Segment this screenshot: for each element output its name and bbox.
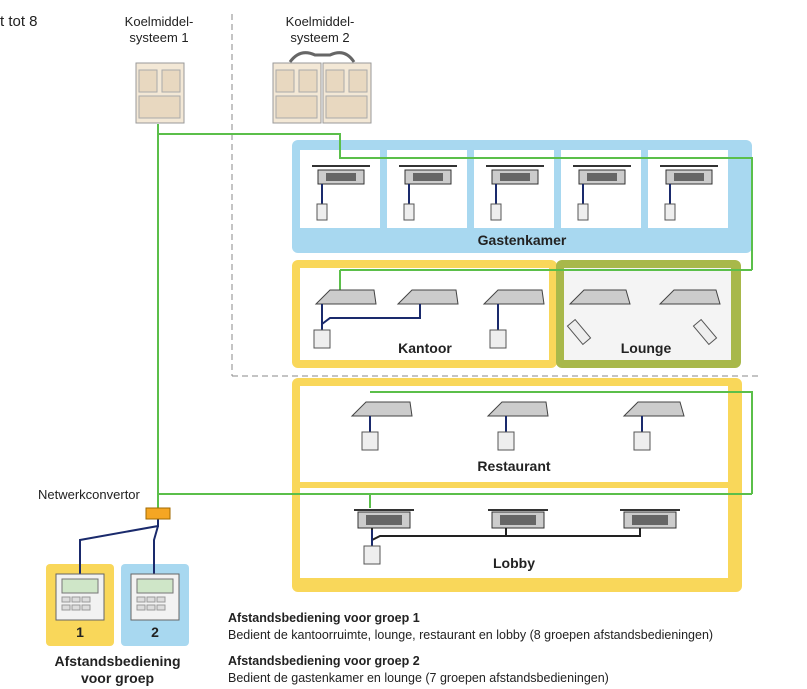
- lounge-units: [566, 289, 721, 346]
- zone-title-lobby: Lobby: [493, 555, 535, 571]
- zone-title-kantoor: Kantoor: [398, 340, 452, 356]
- office-units: [313, 289, 545, 349]
- remote-2-number: 2: [151, 624, 159, 640]
- legend-group-2-text: Bedient de gastenkamer en lounge (7 groe…: [228, 671, 609, 685]
- legend-group-2-title: Afstandsbediening voor groep 2: [228, 654, 420, 668]
- remote-1-number: 1: [76, 624, 84, 640]
- zone-title-gastenkamer: Gastenkamer: [477, 232, 567, 248]
- guest-units: [312, 165, 718, 221]
- zone-title-restaurant: Restaurant: [477, 458, 551, 474]
- legend-group-1-text: Bedient de kantoorruimte, lounge, restau…: [228, 628, 714, 642]
- remote-2: [130, 573, 180, 621]
- restaurant-units: [350, 401, 685, 451]
- lobby-units: [354, 509, 680, 565]
- system-1-label: Koelmiddel-systeem 1: [124, 14, 194, 45]
- outdoor-unit-2: [272, 51, 372, 124]
- zone-title-lounge: Lounge: [620, 340, 672, 356]
- converter-label: Netwerkconvertor: [38, 487, 140, 502]
- legend-group-1-title: Afstandsbediening voor groep 1: [228, 611, 420, 625]
- remote-1: [55, 573, 105, 621]
- system-2-label: Koelmiddel-systeem 2: [285, 14, 355, 45]
- corner-text: t tot 8: [0, 13, 38, 30]
- network-converter: [145, 507, 171, 520]
- outdoor-unit-1: [135, 62, 185, 124]
